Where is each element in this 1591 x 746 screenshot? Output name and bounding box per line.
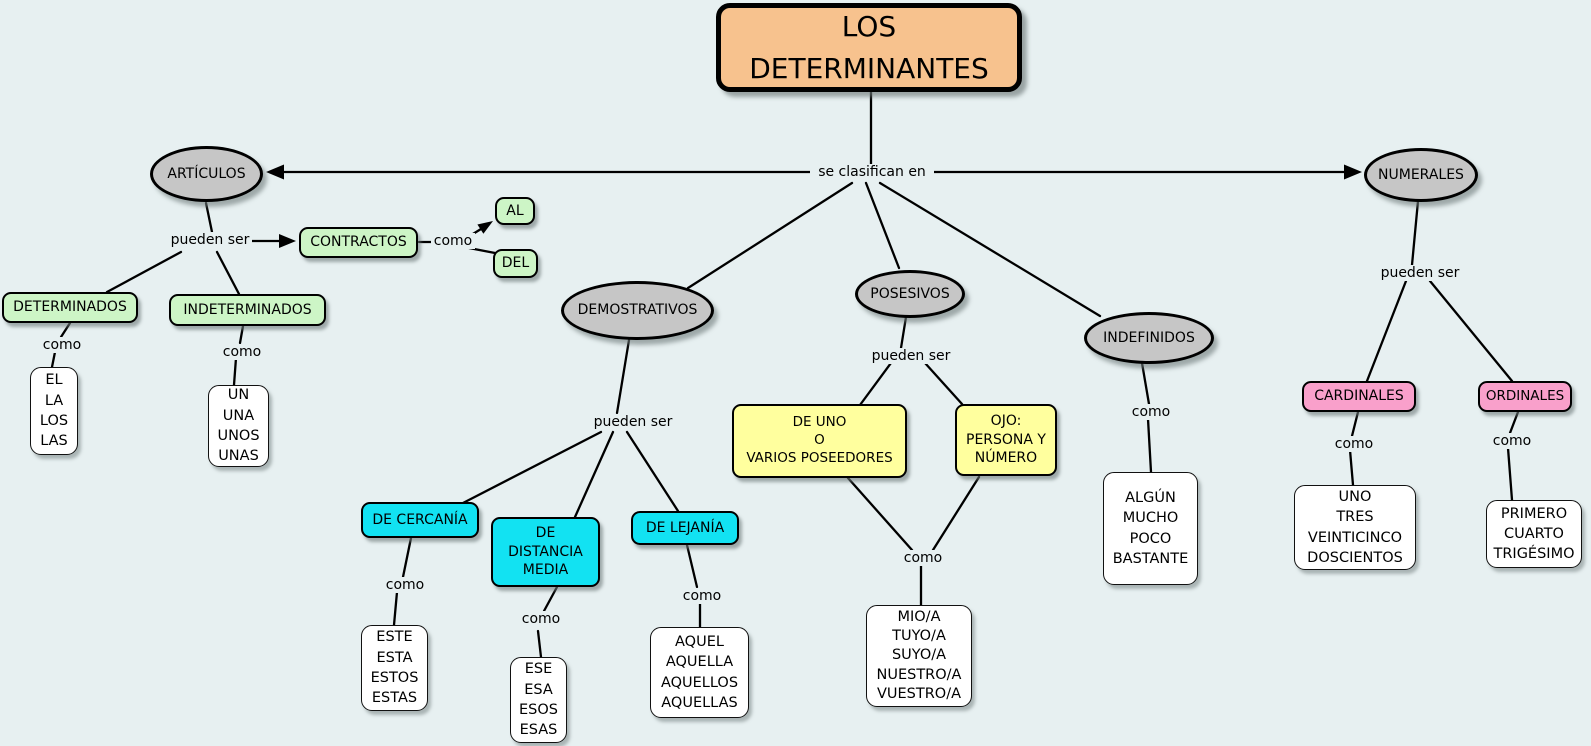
- link-label-como-posesivos: como: [901, 550, 945, 567]
- node-indeterminados-examples[interactable]: UN UNA UNOS UNAS: [208, 385, 269, 467]
- node-numerales[interactable]: NUMERALES: [1364, 148, 1478, 202]
- node-al[interactable]: AL: [495, 197, 535, 225]
- link-label-pueden-ser-posesivos: pueden ser: [869, 348, 953, 365]
- node-posesivos-examples[interactable]: MIO/A TUYO/A SUYO/A NUESTRO/A VUESTRO/A: [866, 605, 972, 707]
- link-label-como-indefinidos: como: [1129, 404, 1173, 421]
- node-indefinidos[interactable]: INDEFINIDOS: [1084, 312, 1214, 364]
- node-cardinales[interactable]: CARDINALES: [1302, 381, 1416, 412]
- node-lejania-examples[interactable]: AQUEL AQUELLA AQUELLOS AQUELLAS: [650, 627, 749, 718]
- node-de-lejania[interactable]: DE LEJANÍA: [631, 511, 739, 545]
- node-ordinales[interactable]: ORDINALES: [1478, 381, 1572, 412]
- link-label-como-contractos: como: [431, 233, 475, 250]
- node-de-cercania[interactable]: DE CERCANÍA: [361, 502, 479, 538]
- link-label-como-ordinales: como: [1490, 433, 1534, 450]
- link-label-como-distancia-media: como: [519, 611, 563, 628]
- node-articulos[interactable]: ARTÍCULOS: [150, 146, 263, 202]
- link-label-como-cardinales: como: [1332, 436, 1376, 453]
- node-distancia-media-examples[interactable]: ESE ESA ESOS ESAS: [510, 657, 567, 743]
- node-determinados[interactable]: DETERMINADOS: [2, 292, 138, 323]
- arrowheads: [266, 164, 1362, 248]
- node-ojo-persona-y-numero[interactable]: OJO: PERSONA Y NÚMERO: [955, 404, 1057, 476]
- node-posesivos[interactable]: POSESIVOS: [855, 270, 965, 318]
- node-de-uno-o-varios-poseedores[interactable]: DE UNO O VARIOS POSEEDORES: [732, 404, 907, 478]
- link-label-pueden-ser-articulos: pueden ser: [168, 232, 252, 249]
- link-label-como-indeterminados: como: [220, 344, 264, 361]
- link-label-se-clasifican-en: se clasifican en: [810, 164, 934, 181]
- node-cardinales-examples[interactable]: UNO TRES VEINTICINCO DOSCIENTOS: [1294, 485, 1416, 570]
- node-root-title[interactable]: LOS DETERMINANTES: [716, 3, 1022, 92]
- link-label-como-determinados: como: [40, 337, 84, 354]
- link-label-pueden-ser-numerales: pueden ser: [1378, 265, 1462, 282]
- node-de-distancia-media[interactable]: DE DISTANCIA MEDIA: [491, 517, 600, 587]
- node-indefinidos-examples[interactable]: ALGÚN MUCHO POCO BASTANTE: [1103, 472, 1198, 585]
- node-indeterminados[interactable]: INDETERMINADOS: [169, 294, 326, 326]
- node-contractos[interactable]: CONTRACTOS: [299, 227, 418, 258]
- link-label-pueden-ser-demostrativos: pueden ser: [591, 414, 675, 431]
- node-cercania-examples[interactable]: ESTE ESTA ESTOS ESTAS: [361, 625, 428, 711]
- node-ordinales-examples[interactable]: PRIMERO CUARTO TRIGÉSIMO: [1486, 500, 1582, 568]
- link-label-como-lejania: como: [680, 588, 724, 605]
- node-demostrativos[interactable]: DEMOSTRATIVOS: [561, 281, 714, 340]
- node-del[interactable]: DEL: [493, 249, 538, 278]
- link-label-como-cercania: como: [383, 577, 427, 594]
- node-determinados-examples[interactable]: EL LA LOS LAS: [30, 367, 78, 455]
